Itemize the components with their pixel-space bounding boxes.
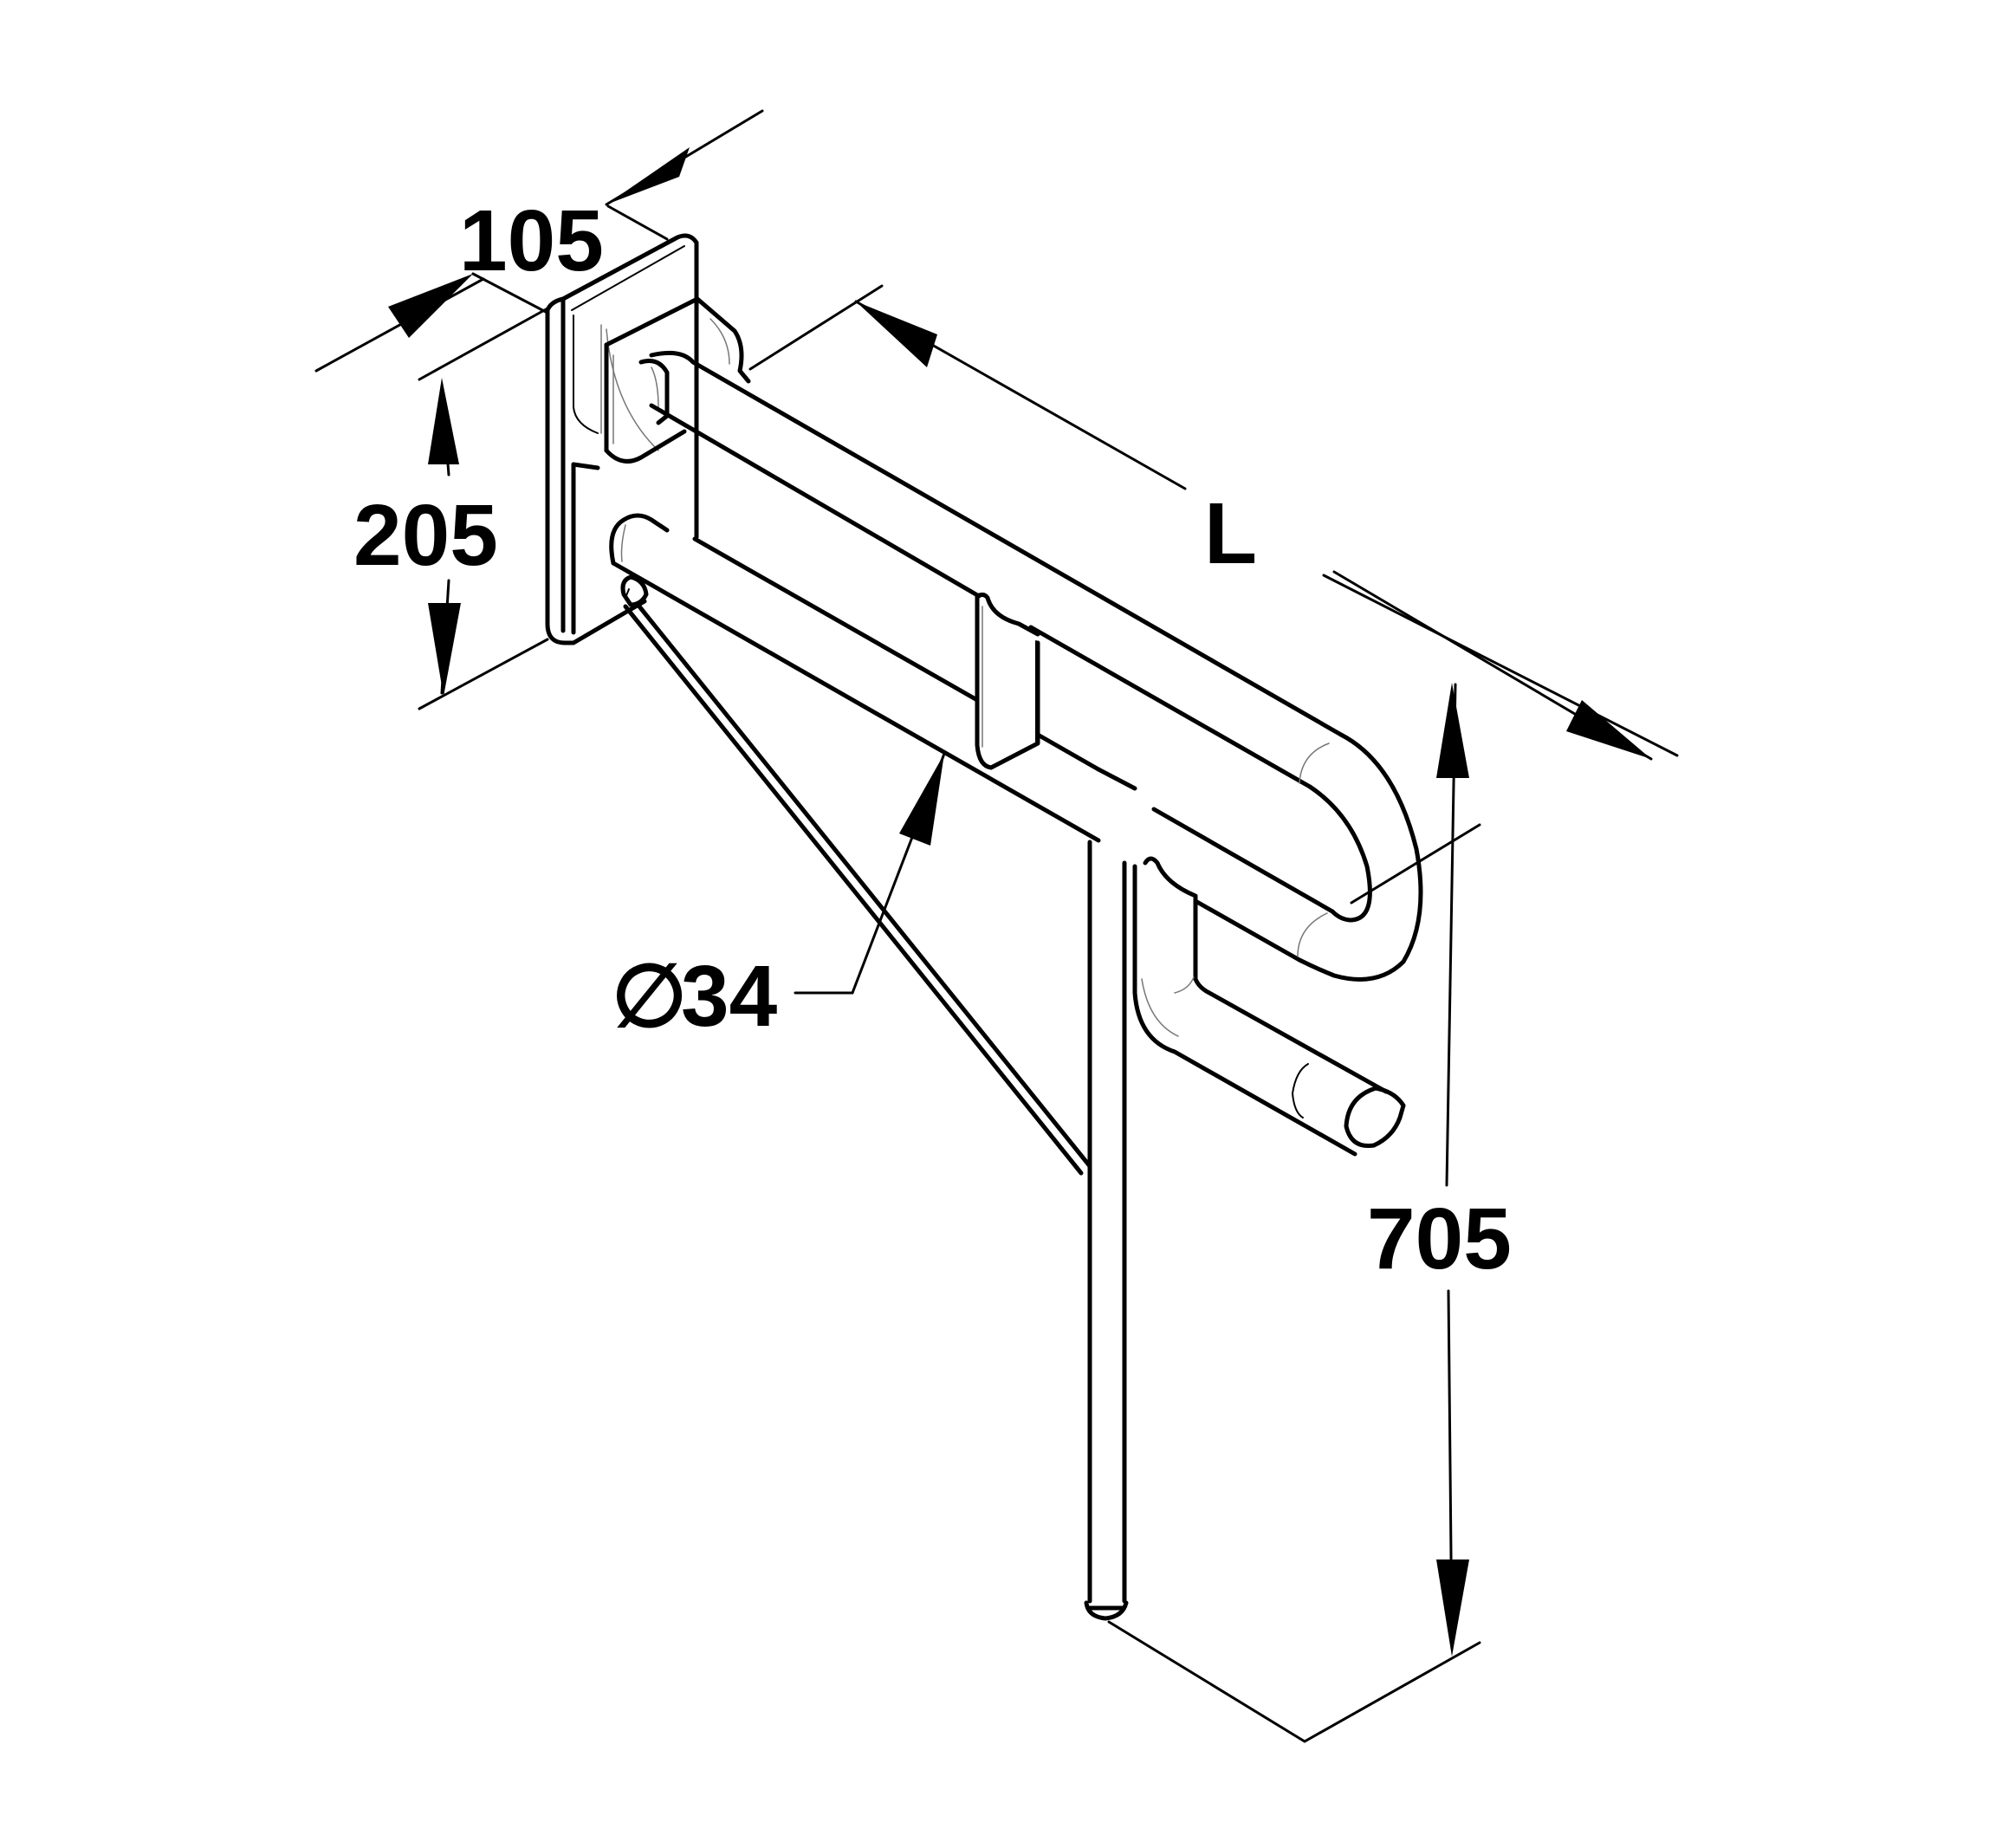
arrow-105-bottom bbox=[388, 274, 473, 338]
arrow-diameter bbox=[899, 754, 944, 846]
dim-705-label: 705 bbox=[1367, 1190, 1512, 1287]
arrow-205-top bbox=[428, 378, 459, 464]
lower-rail bbox=[609, 513, 1137, 843]
dim-diameter-label: 34 bbox=[681, 948, 778, 1045]
dim-105-label: 105 bbox=[459, 192, 604, 289]
arrow-705-bottom bbox=[1436, 1559, 1469, 1657]
arrow-L-right bbox=[1566, 700, 1651, 759]
dimension-diameter: ∅ 34 bbox=[612, 752, 946, 1045]
hinge-block bbox=[604, 296, 751, 464]
dim-diameter-symbol: ∅ bbox=[612, 948, 687, 1045]
dim-205-label: 205 bbox=[353, 487, 498, 584]
arrow-L-left bbox=[856, 302, 937, 367]
diagonal-strut bbox=[620, 574, 1092, 1176]
support-leg bbox=[1084, 840, 1129, 1621]
wall-plate bbox=[545, 233, 699, 645]
arrow-205-bottom bbox=[428, 603, 461, 697]
dimension-705: 705 bbox=[1107, 683, 1512, 1743]
arrow-705-top bbox=[1436, 683, 1469, 778]
dim-L-label: L bbox=[1204, 485, 1257, 582]
arrow-105-top bbox=[606, 147, 690, 204]
dimension-L: L bbox=[748, 284, 1679, 761]
upper-rail bbox=[649, 350, 1423, 982]
dimension-105: 105 bbox=[314, 109, 764, 373]
dimension-205: 205 bbox=[353, 307, 549, 710]
secondary-handle bbox=[1132, 856, 1406, 1157]
rail-sleeve bbox=[975, 592, 1040, 770]
